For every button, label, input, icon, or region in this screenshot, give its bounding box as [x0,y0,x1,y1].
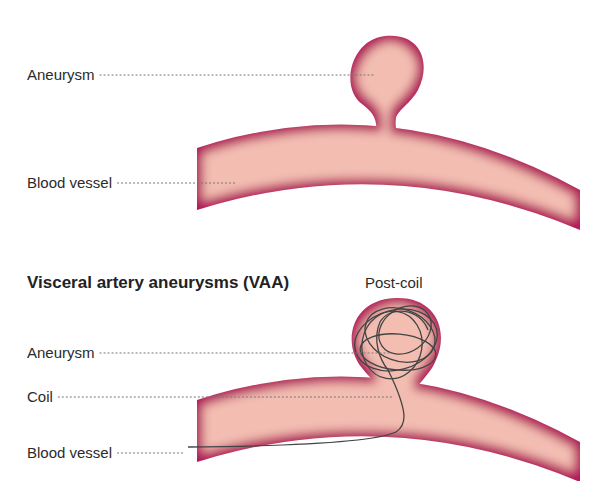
coil [188,296,444,447]
vessel-with-aneurysm [197,36,580,230]
leader-line [117,453,185,454]
blood-vessel [197,124,580,230]
part-label: Blood vessel [27,174,112,192]
part-label: Coil [27,388,53,406]
state-label: Post-coil [365,274,423,292]
leader-line [58,397,392,398]
leader-line [100,353,395,354]
catheter-wire [188,370,404,447]
section-heading: Visceral artery aneurysms (VAA) [27,273,289,293]
part-label: Aneurysm [27,66,95,84]
aneurysm-sac [350,36,423,136]
leader-line [100,75,375,76]
leader-lines [58,75,395,453]
part-label: Blood vessel [27,444,112,462]
vessel-with-coiled-aneurysm [197,298,580,481]
part-label: Aneurysm [27,344,95,362]
leader-line [117,183,237,184]
